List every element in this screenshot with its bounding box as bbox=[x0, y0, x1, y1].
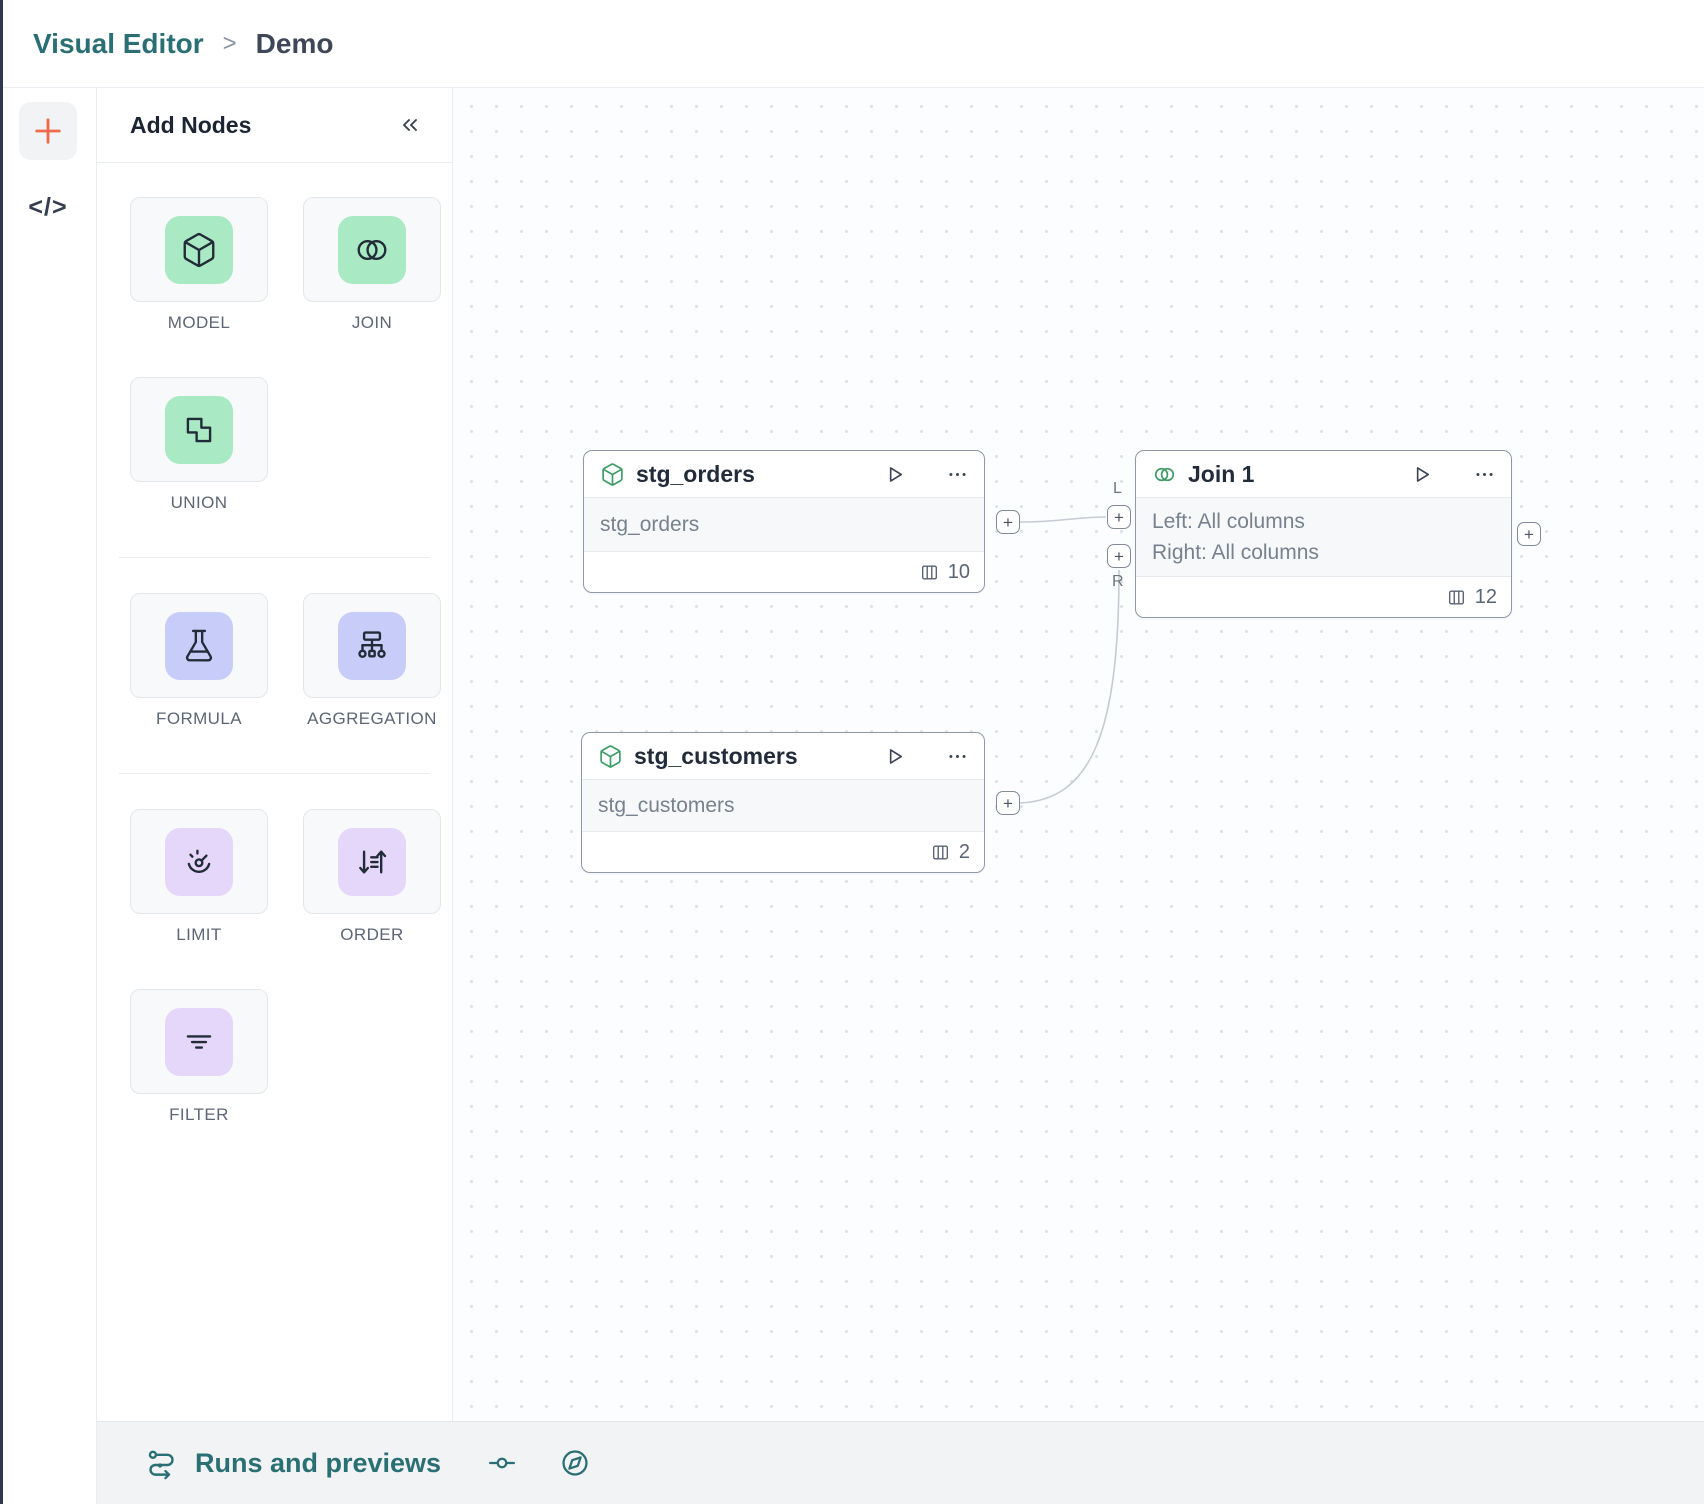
breadcrumb-separator: > bbox=[222, 29, 237, 57]
node-stg-orders[interactable]: stg_orders stg_orders 10 bbox=[583, 450, 985, 593]
runs-and-previews-label: Runs and previews bbox=[195, 1447, 442, 1478]
join-left-config: Left: All columns bbox=[1152, 509, 1305, 533]
join-left-handle-label: L bbox=[1113, 480, 1122, 497]
palette-item-union[interactable]: UNION bbox=[130, 377, 268, 513]
panel-title: Add Nodes bbox=[130, 111, 252, 138]
palette-label: FILTER bbox=[169, 1105, 229, 1124]
palette: MODEL JOIN UNION bbox=[97, 163, 452, 1169]
join-circles-icon bbox=[338, 215, 406, 284]
sort-arrows-icon bbox=[338, 827, 406, 896]
commit-icon[interactable] bbox=[487, 1448, 517, 1478]
node-join-1[interactable]: Join 1 Left: All columns Right: All colu… bbox=[1135, 450, 1512, 618]
left-toolbar: </> bbox=[0, 88, 97, 1504]
breadcrumb-current-demo: Demo bbox=[255, 27, 334, 59]
output-handle-stg-orders[interactable]: + bbox=[996, 510, 1020, 534]
input-handle-join-right[interactable]: + bbox=[1107, 544, 1131, 568]
edge-stg-orders-to-join-left bbox=[1019, 516, 1107, 523]
palette-divider bbox=[119, 773, 430, 774]
columns-icon bbox=[930, 842, 951, 863]
node-menu-button[interactable] bbox=[947, 746, 968, 767]
palette-label: AGGREGATION bbox=[307, 709, 437, 728]
columns-icon bbox=[919, 562, 940, 583]
left-edge-accent bbox=[0, 0, 3, 1504]
add-nodes-panel-header: Add Nodes bbox=[97, 88, 452, 163]
palette-item-order[interactable]: ORDER bbox=[303, 809, 441, 945]
palette-label: JOIN bbox=[351, 313, 393, 332]
columns-icon bbox=[1446, 587, 1467, 608]
node-source-name: stg_orders bbox=[600, 512, 700, 536]
palette-item-model[interactable]: MODEL bbox=[130, 197, 268, 333]
palette-label: LIMIT bbox=[176, 925, 222, 944]
palette-label: ORDER bbox=[340, 925, 404, 944]
runs-icon bbox=[145, 1446, 179, 1480]
run-node-button[interactable] bbox=[1410, 463, 1433, 486]
palette-item-limit[interactable]: LIMIT bbox=[130, 809, 268, 945]
column-count: 2 bbox=[958, 840, 970, 863]
add-node-button[interactable] bbox=[19, 102, 77, 160]
node-menu-button[interactable] bbox=[1474, 464, 1495, 485]
chevrons-left-icon bbox=[398, 113, 422, 137]
canvas[interactable]: stg_orders stg_orders 10 + bbox=[453, 88, 1704, 1504]
palette-item-filter[interactable]: FILTER bbox=[130, 989, 268, 1125]
output-handle-join[interactable]: + bbox=[1517, 522, 1541, 546]
collapse-panel-button[interactable] bbox=[398, 113, 422, 137]
union-squares-icon bbox=[165, 395, 233, 464]
palette-item-formula[interactable]: FORMULA bbox=[130, 593, 268, 729]
code-view-button[interactable]: </> bbox=[28, 193, 68, 221]
plus-icon bbox=[30, 113, 66, 149]
column-count: 12 bbox=[1474, 585, 1497, 608]
node-title: Join 1 bbox=[1188, 460, 1255, 487]
palette-item-aggregation[interactable]: AGGREGATION bbox=[303, 593, 441, 729]
node-stg-customers[interactable]: stg_customers stg_customers 2 bbox=[581, 732, 985, 873]
palette-divider bbox=[119, 557, 430, 558]
palette-label: UNION bbox=[170, 493, 228, 512]
cube-icon bbox=[600, 462, 625, 487]
run-node-button[interactable] bbox=[883, 745, 906, 768]
column-count: 10 bbox=[947, 560, 970, 583]
aggregation-tree-icon bbox=[338, 611, 406, 680]
cube-icon bbox=[165, 215, 233, 284]
cube-icon bbox=[598, 744, 623, 769]
gauge-icon bbox=[165, 827, 233, 896]
node-title: stg_orders bbox=[636, 460, 755, 487]
edge-stg-customers-to-join-right bbox=[1019, 569, 1120, 804]
node-menu-button[interactable] bbox=[947, 464, 968, 485]
flask-icon bbox=[165, 611, 233, 680]
palette-label: MODEL bbox=[167, 313, 231, 332]
join-right-config: Right: All columns bbox=[1152, 540, 1319, 564]
palette-item-join[interactable]: JOIN bbox=[303, 197, 441, 333]
join-right-handle-label: R bbox=[1112, 573, 1124, 590]
input-handle-join-left[interactable]: + bbox=[1107, 505, 1131, 529]
run-node-button[interactable] bbox=[883, 463, 906, 486]
runs-and-previews-button[interactable]: Runs and previews bbox=[145, 1446, 441, 1480]
bottom-bar: Runs and previews bbox=[97, 1421, 1704, 1504]
app-header: Visual Editor > Demo bbox=[0, 0, 1704, 88]
output-handle-stg-customers[interactable]: + bbox=[996, 791, 1020, 815]
filter-lines-icon bbox=[165, 1007, 233, 1076]
breadcrumb-visual-editor[interactable]: Visual Editor bbox=[33, 27, 204, 59]
node-source-name: stg_customers bbox=[598, 793, 735, 817]
palette-label: FORMULA bbox=[156, 709, 242, 728]
add-nodes-panel: Add Nodes MODEL bbox=[97, 88, 453, 1504]
node-title: stg_customers bbox=[634, 742, 798, 769]
compass-icon[interactable] bbox=[559, 1447, 591, 1479]
join-circles-icon bbox=[1152, 462, 1177, 487]
